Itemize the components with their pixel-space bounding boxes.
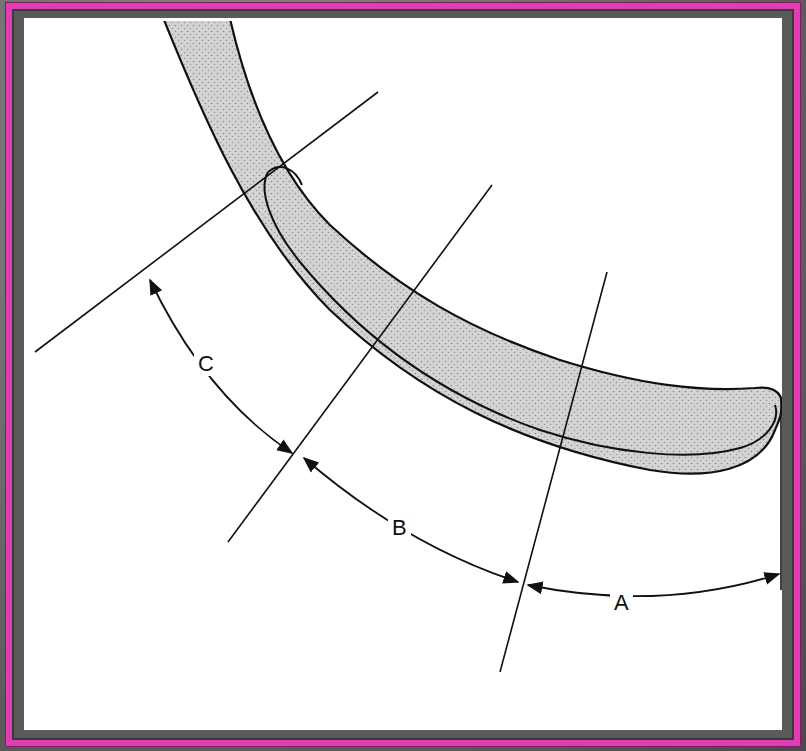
dimension-arc: [150, 280, 292, 453]
section-letter: A: [610, 591, 633, 615]
section-letter: B: [388, 516, 411, 540]
section-line: [228, 185, 492, 542]
section-line: [35, 92, 378, 352]
dimension-arc: [304, 458, 518, 582]
inner-outline-top: [268, 167, 302, 185]
dimension-arc: [528, 574, 779, 596]
section-line: [780, 398, 782, 590]
section-line: [500, 272, 607, 672]
inner-outline: [265, 172, 777, 455]
paper-ground: [24, 18, 782, 730]
stippled-band: [160, 21, 782, 474]
section-letter: C: [194, 352, 218, 376]
